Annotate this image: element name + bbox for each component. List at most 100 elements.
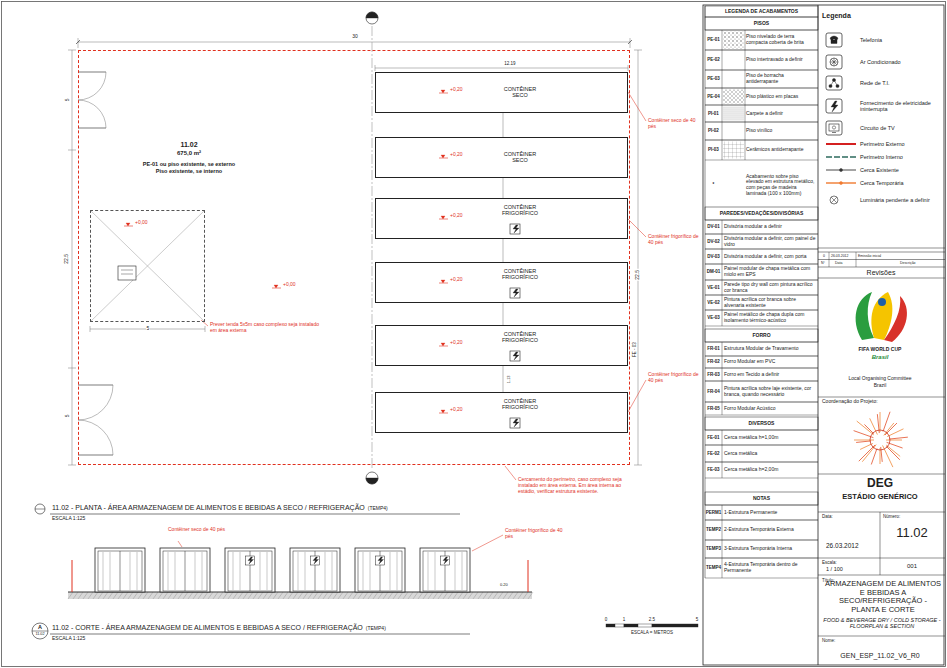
ground-hatch [368,592,373,599]
spacing-mark [503,178,504,198]
ground-hatch [73,592,78,599]
phase-tag: (TEMP4) [368,506,388,512]
ground-hatch [483,592,488,599]
level-marker [439,346,448,347]
leader-line [178,541,182,547]
node-text: PE-01 ou piso existente, se externo [143,161,235,167]
finish-code: DV-03 [707,254,720,259]
table-rule [722,342,723,356]
emblem-logo [878,298,886,306]
ground-hatch [78,592,83,599]
callout-note: Contêiner frigorífico de 40 pés [505,528,565,540]
ground-hatch [228,592,233,599]
door-rod [428,552,429,590]
legend-text: Fornecimento de eletricidade ininterrupt… [860,100,942,113]
ground-hatch [333,592,338,599]
legend-symbol [831,101,838,112]
legend-symbol [826,55,842,69]
table-rule [722,430,723,445]
title-block-rule [818,575,945,576]
table-rule [722,520,723,540]
scale-number: 0 [605,617,608,622]
coordinator-logo [886,445,900,456]
power-symbol [510,351,520,361]
table-rule [745,140,746,160]
title-block-rule [818,278,945,279]
ground-hatch [278,592,283,599]
coordinator-logo [871,448,877,464]
ground-hatch [173,592,178,599]
revision-heading: Revisões [867,269,896,277]
field-label: Nome: [822,638,835,643]
equipment-symbol [121,270,133,271]
finish-description: 4-Estrutura Temporária dentro de Permane… [724,562,816,574]
container-box: +0,20CONTÊINER FRIGORÍFICO [375,325,628,366]
coordinator-logo [885,423,897,435]
ground-hatch [118,592,123,599]
ground-hatch [403,592,408,599]
legend-symbol [826,76,842,90]
legend-text: Rede de T.I. [860,80,942,86]
door-rod [390,552,391,590]
table-heading: NOTAS [753,496,770,502]
title-block-rule [818,267,945,268]
door-rod [137,552,138,590]
ground-hatch [493,592,498,599]
ground-hatch [398,592,403,599]
table-heading: PAREDES/VEDAÇÕES/DIVISÓRIAS [720,211,804,217]
table-rule [722,249,723,264]
level-text: +0,20 [450,407,463,413]
section-marker [366,12,378,24]
legend-symbol [832,78,835,81]
finish-code: * [713,182,715,187]
field-value: 26.03.2012 [826,542,859,549]
coordinator-logo [859,445,875,461]
table-rule [722,50,723,70]
finish-code: TEMP2 [706,527,721,532]
ground-hatch [338,592,343,599]
field-label: Coordenação do Projeto: [822,399,878,405]
finish-code: PE-01 [707,37,720,42]
level-marker [441,216,445,219]
ground [68,592,532,599]
legend-symbol [836,84,839,87]
field-label: Escala: [822,560,837,565]
dimension-text: 5 [64,415,70,418]
finish-code: PE-04 [707,94,720,99]
door-swing [78,72,106,100]
ground-hatch [93,592,98,599]
table-heading: FORRO [752,333,770,339]
door-rod [332,552,333,590]
ground-hatch [393,592,398,599]
legend-symbol [826,121,842,135]
door-rod [233,552,234,590]
door-rod [175,552,176,590]
door-swing [78,385,113,420]
emblem-text: FIFA WORLD CUP [859,347,902,353]
dimension-tick [628,65,629,71]
equipment-symbol [118,266,136,280]
legend-symbol [840,182,843,185]
file-name: GEN_ESP_11.02_V6_R0 [840,652,919,660]
table-rule [722,295,723,310]
door-rod [168,552,169,590]
container-elevation [160,548,210,592]
field-label: Número: [883,514,900,519]
legend-symbol [826,33,842,47]
finish-code: PE-02 [707,57,720,62]
finish-description: 1-Estrutura Permanente [724,510,816,516]
title-block-rule [880,512,881,575]
ground-hatch [218,592,223,599]
spacing-mark [503,113,504,137]
section-cut-line [372,26,373,470]
ground-hatch [423,592,428,599]
ground-hatch [288,592,293,599]
coordinator-logo [889,437,908,439]
finish-description: Piso intertravado a definir [746,57,816,63]
ground-hatch [233,592,238,599]
door-rod [298,552,299,590]
power-symbol [510,224,520,234]
finish-code: DV-01 [707,224,720,229]
leader-line [628,380,646,412]
